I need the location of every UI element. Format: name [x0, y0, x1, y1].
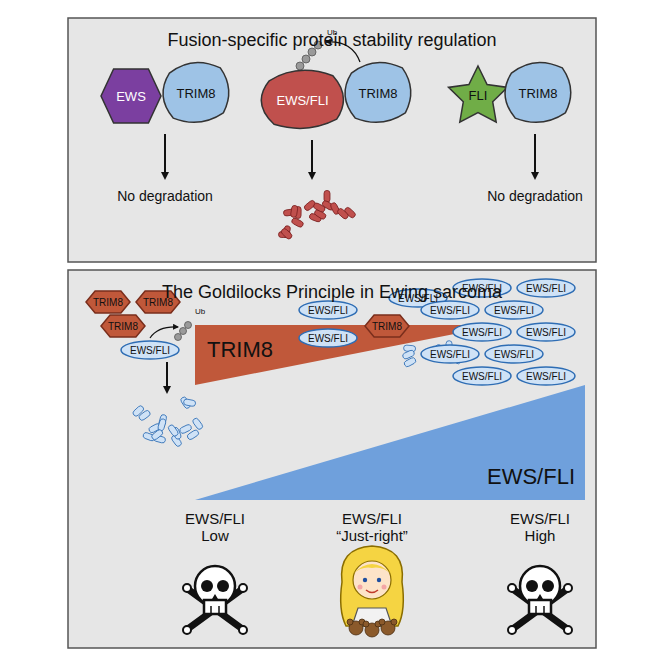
- down-arrow: [534, 134, 536, 178]
- node-label: EWS/FLI: [494, 305, 534, 316]
- node-label: TRIM8: [143, 297, 173, 308]
- hex-node: TRIM8: [100, 314, 146, 338]
- node-label: EWS/FLI: [308, 305, 348, 316]
- node-label: EWS/FLI: [462, 283, 502, 294]
- ubiquitin-label: Ub: [320, 28, 344, 37]
- caption-label: No degradation: [470, 188, 600, 204]
- node-label: EWS/FLI: [398, 293, 438, 304]
- hex-node: TRIM8: [85, 290, 131, 314]
- node-label: EWS: [116, 89, 146, 104]
- oval-node: EWS/FLI: [484, 300, 544, 320]
- goldilocks-figure: [341, 546, 404, 637]
- skull-icon: [508, 566, 572, 634]
- node-label: EWS/FLI: [526, 371, 566, 382]
- node-label: TRIM8: [519, 86, 558, 101]
- node-label: TRIM8: [359, 86, 398, 101]
- node-label: EWS/FLI: [430, 305, 470, 316]
- node-label: EWS/FLI: [526, 327, 566, 338]
- degraded-fragments: [132, 190, 466, 447]
- node-label: EWS/FLI: [430, 349, 470, 360]
- blob-node: TRIM8: [500, 60, 576, 126]
- blob-node: TRIM8: [340, 60, 416, 126]
- oval-node: EWS/FLI: [452, 322, 512, 342]
- node-label: TRIM8: [93, 297, 123, 308]
- panel-ground: [68, 270, 596, 648]
- node-label: TRIM8: [177, 86, 216, 101]
- node-label: EWS/FLI: [494, 349, 534, 360]
- caption-label: No degradation: [100, 188, 230, 204]
- ubiquitin-label: Ub: [188, 307, 212, 316]
- caption-label: EWS/FLI Low: [180, 510, 250, 545]
- down-arrow: [311, 140, 313, 178]
- star-node: FLI: [446, 64, 510, 126]
- caption-label: EWS/FLI “Just-right”: [327, 510, 417, 545]
- oval-node: EWS/FLI: [452, 366, 512, 386]
- down-arrow: [166, 362, 168, 392]
- oval-node: EWS/FLI: [420, 344, 480, 364]
- oval-node: EWS/FLI: [120, 340, 180, 360]
- oval-node: EWS/FLI: [516, 322, 576, 342]
- hex-node: TRIM8: [364, 314, 410, 338]
- panel-title: The Goldilocks Principle in Ewing sarcom…: [162, 282, 502, 303]
- oval-node: EWS/FLI: [484, 344, 544, 364]
- node-label: TRIM8: [207, 337, 273, 363]
- node-label: TRIM8: [372, 321, 402, 332]
- transfer-arrow: [150, 327, 178, 338]
- node-label: EWS/FLI: [462, 371, 502, 382]
- node-label: EWS/FLI: [526, 283, 566, 294]
- ubiquitin-chain: [175, 322, 192, 341]
- caption-label: EWS/FLI High: [505, 510, 575, 545]
- node-label: EWS/FLI: [130, 345, 170, 356]
- node-label: FLI: [469, 88, 488, 103]
- node-label: EWS/FLI: [487, 464, 575, 490]
- oval-node: EWS/FLI: [516, 366, 576, 386]
- panel: Fusion-specific protein stability regula…: [68, 18, 596, 262]
- blob-node: EWS/FLI: [255, 68, 350, 132]
- node-label: TRIM8: [108, 321, 138, 332]
- down-arrow: [164, 134, 166, 178]
- panel-ground: [68, 18, 596, 262]
- node-label: EWS/FLI: [308, 333, 348, 344]
- oval-node: EWS/FLI: [298, 328, 358, 348]
- node-label: EWS/FLI: [462, 327, 502, 338]
- wedgeB-node: EWS/FLI: [195, 385, 585, 500]
- skull-icon: [183, 566, 247, 634]
- oval-node: EWS/FLI: [298, 300, 358, 320]
- blob-node: TRIM8: [158, 60, 234, 126]
- oval-node: EWS/FLI: [516, 278, 576, 298]
- panel: The Goldilocks Principle in Ewing sarcom…: [68, 270, 596, 648]
- node-label: EWS/FLI: [276, 93, 328, 108]
- hex-node: EWS: [100, 68, 162, 124]
